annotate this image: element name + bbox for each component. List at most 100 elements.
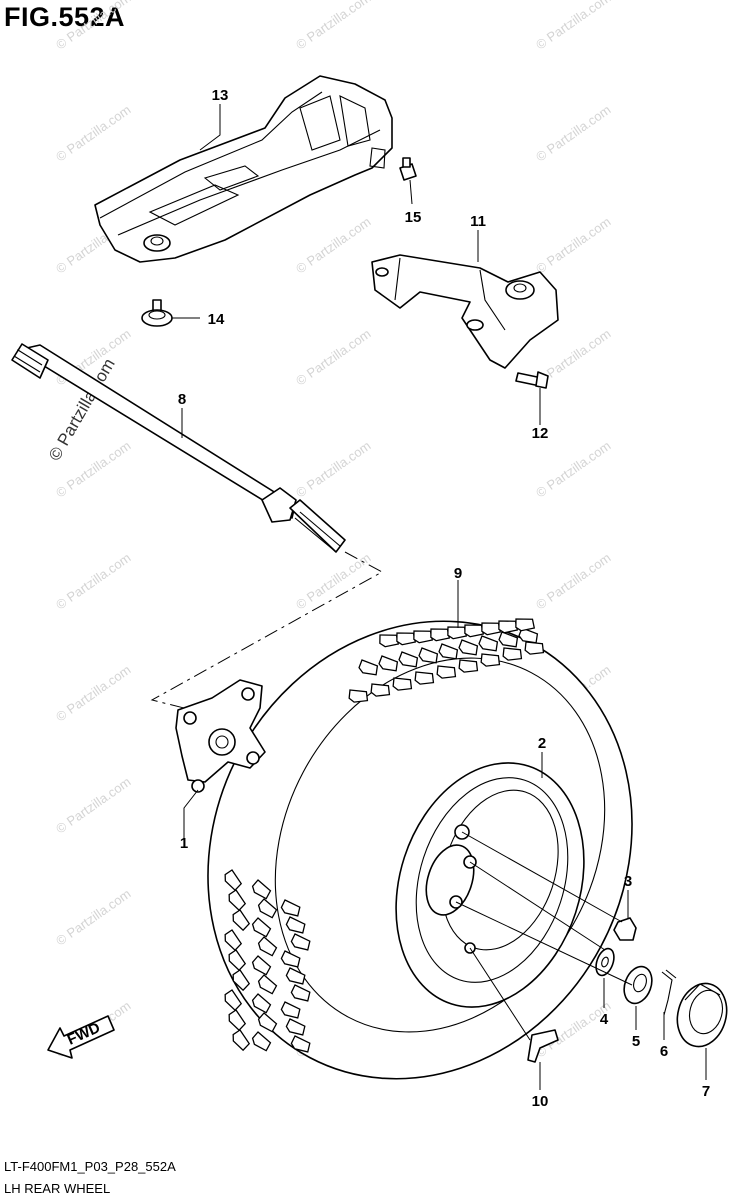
tire-tread-block xyxy=(228,889,247,912)
tire-tread-block xyxy=(232,1029,251,1052)
drawing-code: LT-F400FM1_P03_P28_552A xyxy=(4,1159,176,1174)
callout-4: 4 xyxy=(600,1011,609,1028)
callout-15: 15 xyxy=(405,209,422,226)
tire-tread-block xyxy=(414,671,435,685)
hub-1 xyxy=(175,679,266,793)
watermark-tile: © Partzilla.com xyxy=(533,438,613,501)
tire-tread-block xyxy=(458,659,479,673)
tire-tread-block xyxy=(481,622,502,636)
watermark-tile: © Partzilla.com xyxy=(53,886,133,949)
rim-2 xyxy=(395,762,585,1008)
tire-tread-block xyxy=(447,626,468,640)
tire-tread-block xyxy=(280,1001,301,1019)
assembly-line xyxy=(150,551,384,723)
tire-tread-block xyxy=(251,993,272,1014)
tire-tread-block xyxy=(480,653,501,667)
callout-2: 2 xyxy=(538,735,546,752)
tire-tread-block xyxy=(413,630,434,644)
callout-1: 1 xyxy=(180,835,188,852)
tire-tread-block xyxy=(396,632,417,646)
watermark-tile: © Partzilla.com xyxy=(53,662,133,725)
watermark-tile: © Partzilla.com xyxy=(53,0,133,52)
callout-7: 7 xyxy=(702,1083,710,1100)
tire-tread-block xyxy=(524,641,545,655)
watermark-tile: © Partzilla.com xyxy=(293,214,373,277)
watermark-tile: © Partzilla.com xyxy=(533,0,613,52)
callout-6: 6 xyxy=(660,1043,668,1060)
tire-tread-block xyxy=(224,929,243,952)
bolt-12 xyxy=(515,371,549,389)
tire-tread-block xyxy=(436,665,457,679)
tire-tread-block xyxy=(290,984,311,1002)
castle-nut-5 xyxy=(623,965,653,1005)
fwd-arrow-icon: FWD xyxy=(47,1015,115,1059)
tire-tread-block xyxy=(502,647,523,661)
tire-tread-block xyxy=(498,620,519,634)
tire-tread-block xyxy=(464,624,485,638)
watermark-tile: © Partzilla.com xyxy=(293,438,373,501)
tire-tread-block xyxy=(515,618,536,632)
tire-tread-block xyxy=(348,689,369,703)
tire-tread-block xyxy=(438,643,459,660)
bolt-14 xyxy=(141,299,173,327)
tire-tread-block xyxy=(458,639,479,656)
tire-tread-block xyxy=(257,936,278,957)
watermark-tile: © Partzilla.com xyxy=(533,102,613,165)
tire-tread-block xyxy=(251,879,272,900)
tire-tread-block xyxy=(232,969,251,992)
wheel-axis-line xyxy=(461,831,623,923)
watermark-tile: © Partzilla.com xyxy=(53,774,133,837)
watermark-tile: © Partzilla.com xyxy=(53,550,133,613)
tire-tread-block xyxy=(280,950,301,968)
callout-12: 12 xyxy=(532,425,549,442)
washer-4 xyxy=(595,947,615,977)
tire-tread-block xyxy=(228,949,247,972)
tire-tread-block xyxy=(378,655,399,672)
tire-tread-block xyxy=(290,933,311,951)
callout-9: 9 xyxy=(454,565,462,582)
figure-title: FIG.552A xyxy=(4,2,126,32)
nut-3 xyxy=(613,917,637,941)
tire-tread-block xyxy=(290,1035,311,1053)
watermark-tile: © Partzilla.com xyxy=(533,214,613,277)
axle-shaft-8 xyxy=(11,343,346,553)
callout-11: 11 xyxy=(470,213,486,230)
callout-10: 10 xyxy=(532,1093,549,1110)
tire-tread-block xyxy=(224,989,243,1012)
tire-tread-block xyxy=(257,1012,278,1033)
watermark-tile: © Partzilla.com xyxy=(53,102,133,165)
tire-tread-block xyxy=(370,683,391,697)
tire-tread-block xyxy=(478,635,499,652)
tire-tread-block xyxy=(251,917,272,938)
tire-tread-block xyxy=(379,634,400,648)
callout-8: 8 xyxy=(178,391,186,408)
tire-tread-block xyxy=(251,955,272,976)
section-name: LH REAR WHEEL xyxy=(4,1181,111,1196)
tire-tread-block xyxy=(257,974,278,995)
valve-10 xyxy=(527,1029,559,1063)
tire-tread-block xyxy=(498,631,519,648)
tire-tread-block xyxy=(358,659,379,676)
tire-tread-block xyxy=(285,916,306,934)
hub-cap-7 xyxy=(676,982,728,1048)
callout-3: 3 xyxy=(624,873,632,890)
callout-5: 5 xyxy=(632,1033,640,1050)
tire-tread-block xyxy=(430,628,451,642)
watermark-tile: © Partzilla.com xyxy=(533,550,613,613)
tire-tread-block xyxy=(228,1009,247,1032)
watermark-tile: © Partzilla.com xyxy=(293,326,373,389)
cotter-pin-6 xyxy=(661,969,677,1016)
tire-tread-block xyxy=(518,627,539,644)
skid-plate-13 xyxy=(94,75,393,263)
tire-tread-block xyxy=(418,647,439,664)
tire-tread-block xyxy=(398,651,419,668)
tire-tread-block xyxy=(257,898,278,919)
callout-13: 13 xyxy=(212,87,229,104)
tire-tread-block xyxy=(280,899,301,917)
tire-tread-block xyxy=(232,909,251,932)
tire-tread-block xyxy=(285,967,306,985)
watermark-tile: © Partzilla.com xyxy=(293,550,373,613)
callout-14: 14 xyxy=(208,311,225,328)
tire-tread-block xyxy=(224,869,243,892)
